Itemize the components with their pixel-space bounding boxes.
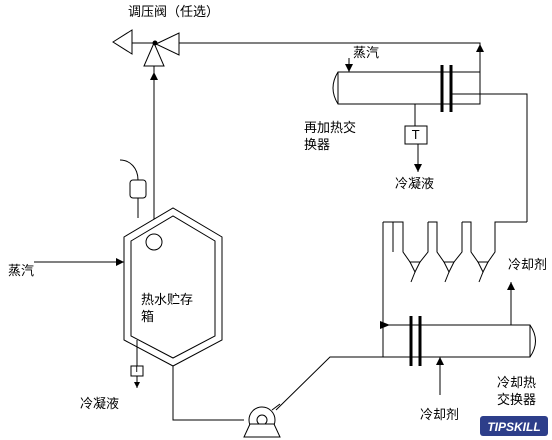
reheat-exchanger-label-line2: 换器 [304,138,331,153]
steam-tank-label: 蒸汽 [8,264,35,279]
svg-text:TIPSKILL: TIPSKILL [487,420,540,434]
cool-exchanger-label-line1: 冷却热 [497,376,537,391]
condensate-tank-label: 冷凝液 [80,397,120,412]
steam-reheat-label: 蒸汽 [353,46,380,61]
reheat-exchanger [332,65,481,112]
hot-water-tank [123,207,223,367]
tank-to-pump-line [172,366,244,421]
tank-label-line2: 箱 [141,310,155,325]
trap-reheat-text: T [412,128,420,142]
coolant-right-label: 冷却剂 [508,258,548,273]
watermark-logo: TIPSKILL [480,416,548,436]
cooling-exchanger [382,316,536,366]
condensate-reheat-label: 冷凝液 [395,177,435,192]
coolant-bottom-label: 冷却剂 [420,408,460,423]
trap-tank-text: T [134,365,140,375]
cooler-units [382,221,527,325]
three-way-valve-icon [112,29,180,67]
pump-to-cooler-line [275,356,383,411]
valve-label: 调压阀（任选） [128,5,220,20]
cool-exchanger-label-line2: 交换器 [497,393,537,408]
return-line-top [179,42,481,62]
steam-trap-icon [404,125,428,145]
pump-icon [243,403,281,438]
tank-label-line1: 热水贮存 [141,293,194,308]
reheat-to-coolers-line [450,93,528,222]
reheat-exchanger-label-line1: 再加热交 [304,121,357,136]
tank-label: 热水贮存 箱 [141,292,193,326]
level-sensor-icon [119,159,147,218]
cool-exchanger-label: 冷却热 交换器 [497,375,536,409]
reheat-exchanger-label: 再加热交 换器 [304,120,356,154]
